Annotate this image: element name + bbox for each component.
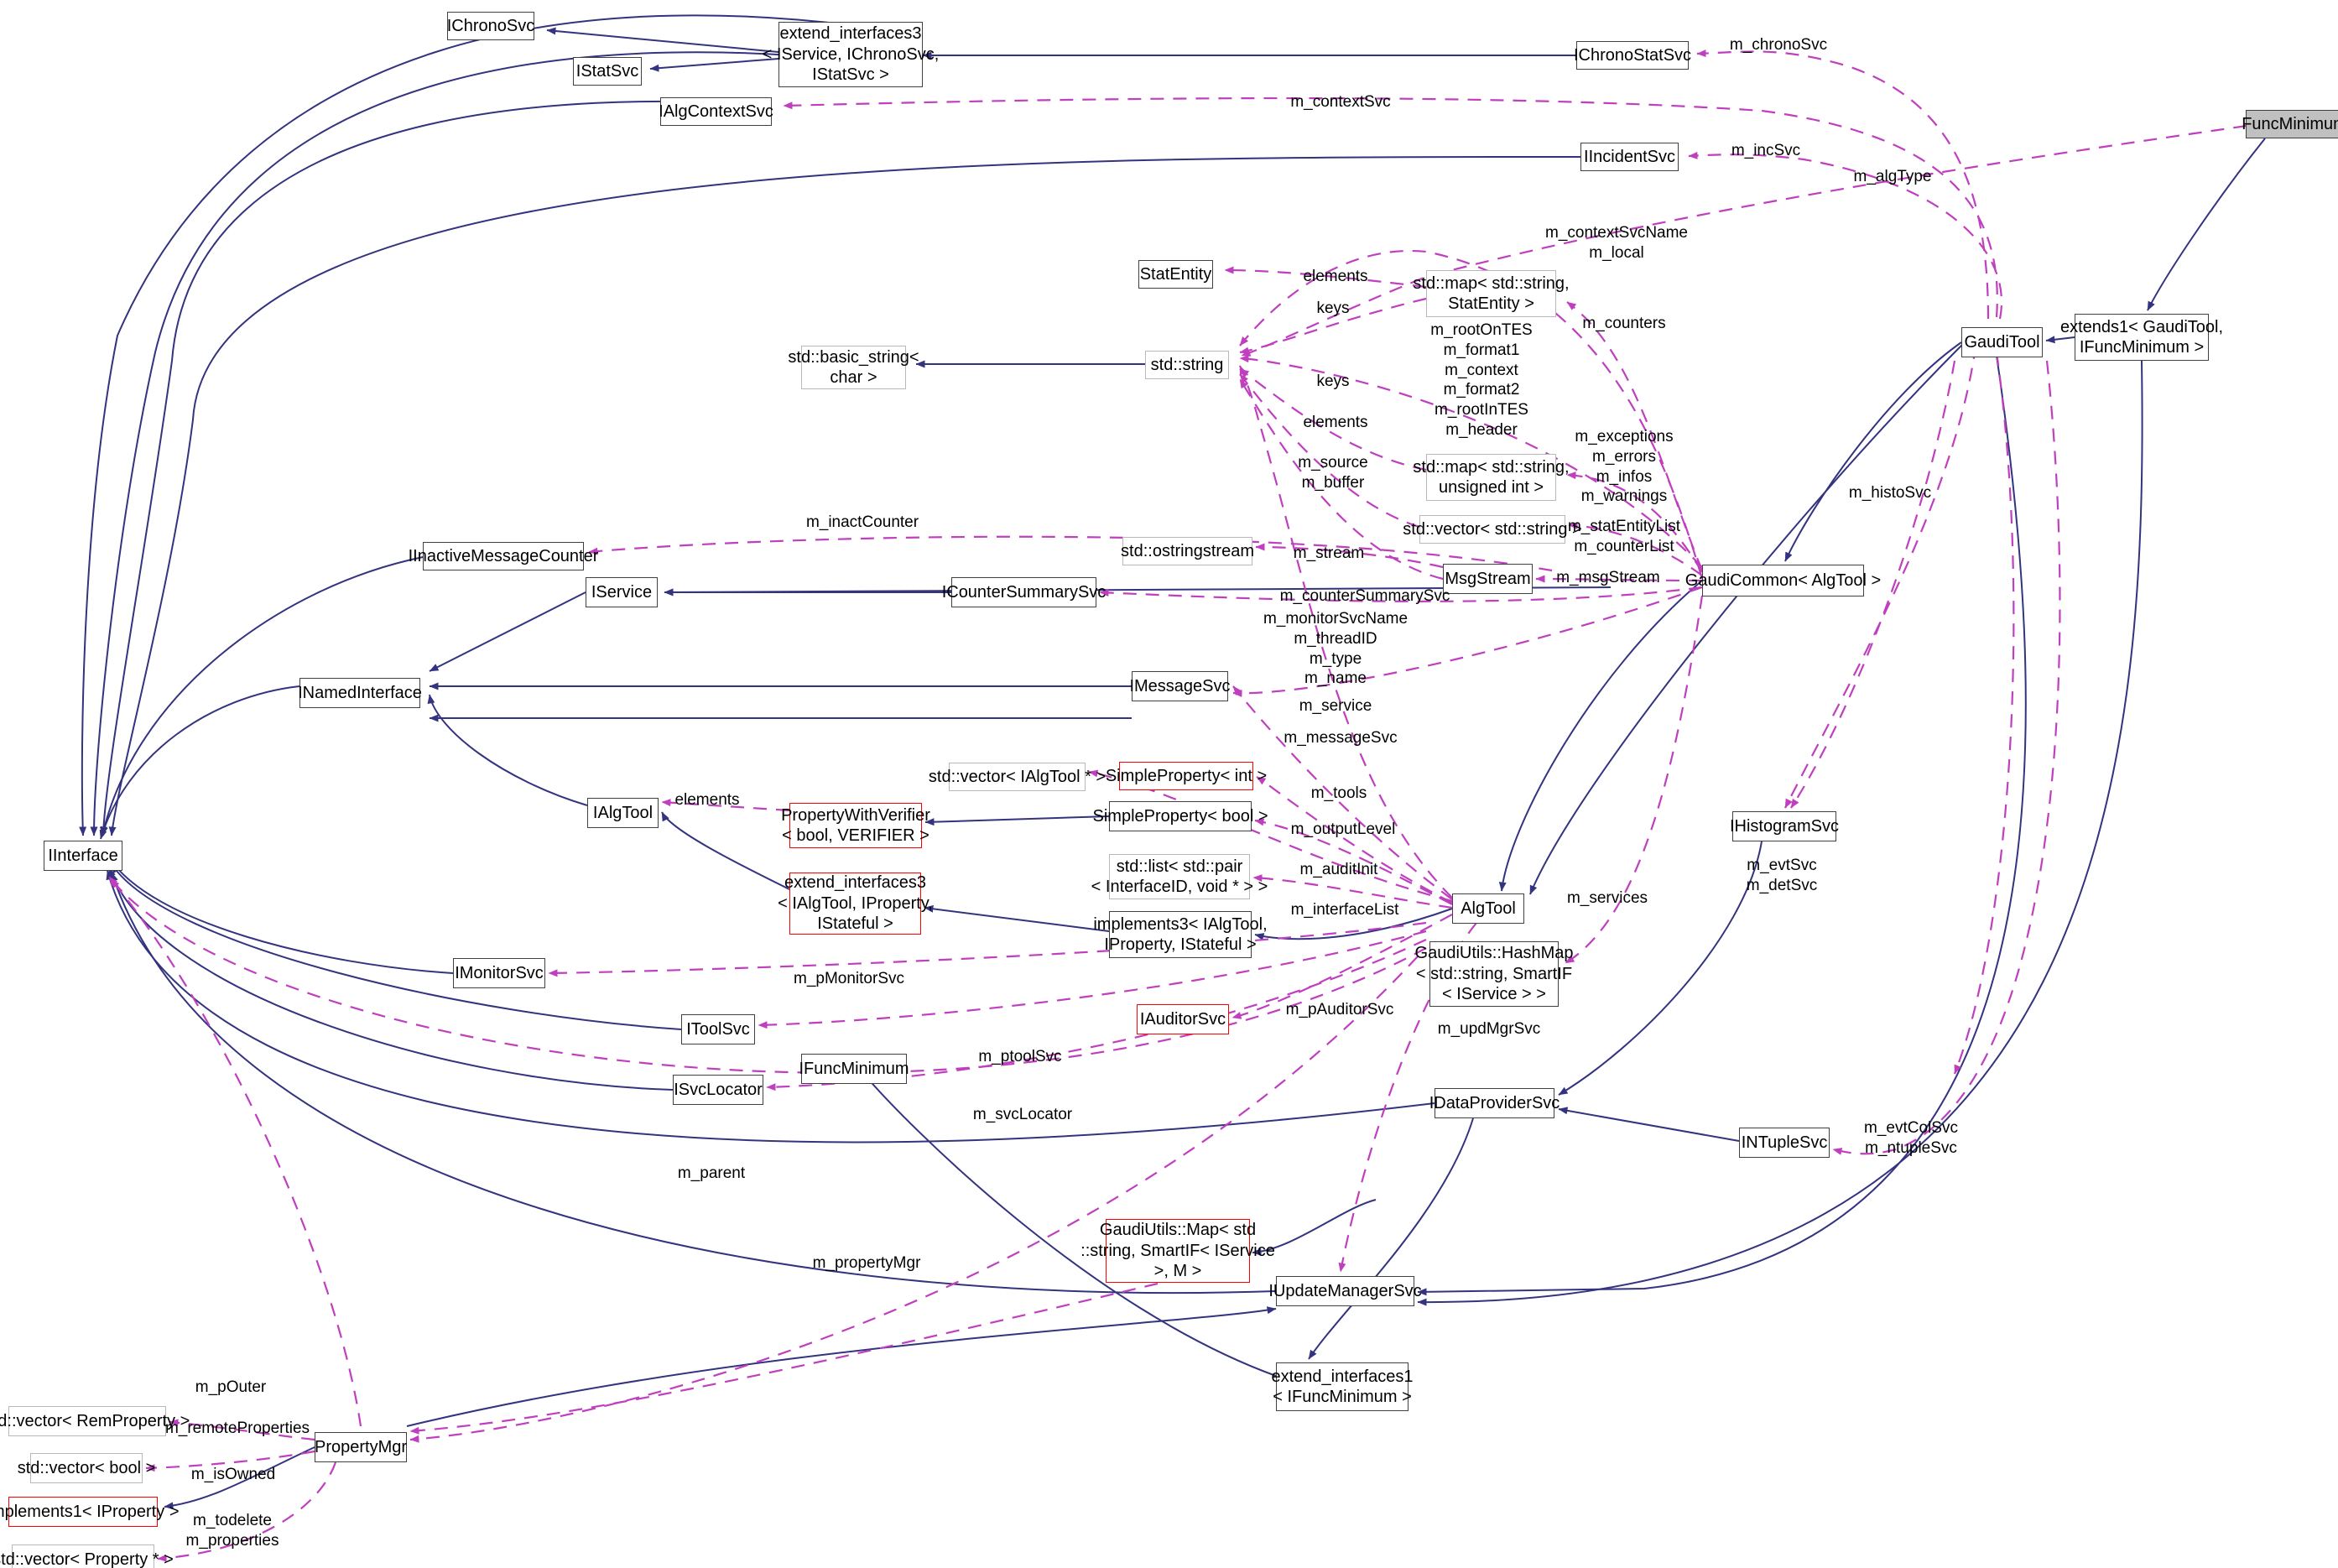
class-node-SimpleProperty_bool[interactable]: SimpleProperty< bool >	[1093, 801, 1268, 831]
class-node-INamedInterface[interactable]: INamedInterface	[298, 678, 422, 708]
edge-label: m_counters	[1582, 315, 1666, 332]
class-node-GaudiTool[interactable]: GaudiTool	[1961, 327, 2043, 357]
class-node-basic_string_char[interactable]: std::basic_string< char >	[788, 346, 919, 389]
class-node-vector_RemProperty[interactable]: std::vector< RemProperty >	[0, 1406, 190, 1436]
class-node-vector_Property_ptr[interactable]: std::vector< Property * >	[0, 1545, 174, 1568]
edge-label: m_auditInit	[1299, 861, 1378, 878]
edge-label: m_incSvc	[1731, 142, 1801, 159]
edge-label: m_pMonitorSvc	[794, 970, 904, 987]
class-node-IService[interactable]: IService	[586, 577, 658, 607]
edge-label: m_svcLocator	[972, 1106, 1073, 1123]
class-node-IAuditorSvc[interactable]: IAuditorSvc	[1137, 1004, 1229, 1034]
class-node-INTupleSvc[interactable]: INTupleSvc	[1739, 1128, 1830, 1158]
class-node-extend_interfaces3_tool[interactable]: extend_interfaces3 < IAlgTool, IProperty…	[778, 873, 933, 935]
class-node-IMessageSvc[interactable]: IMessageSvc	[1129, 671, 1231, 701]
class-node-IMonitorSvc[interactable]: IMonitorSvc	[453, 958, 545, 988]
class-node-SimpleProperty_int[interactable]: SimpleProperty< int >	[1106, 762, 1267, 790]
edge-label: m_msgStream	[1556, 569, 1660, 586]
edge-label: m_histoSvc	[1848, 484, 1932, 502]
class-node-implements1_IProperty[interactable]: implements1< IProperty >	[0, 1497, 180, 1527]
class-node-AlgTool[interactable]: AlgTool	[1452, 893, 1524, 924]
class-node-list_pair_iid_void[interactable]: std::list< std::pair < InterfaceID, void…	[1091, 854, 1268, 899]
class-node-std_string[interactable]: std::string	[1145, 351, 1229, 379]
edge-label: m_interfaceList	[1290, 901, 1399, 919]
class-node-StatEntity[interactable]: StatEntity	[1138, 260, 1213, 289]
class-node-extend_interfaces1[interactable]: extend_interfaces1 < IFuncMinimum >	[1272, 1362, 1414, 1411]
edge-label: m_algType	[1853, 168, 1932, 185]
edge-label: m_isOwned	[190, 1466, 276, 1483]
edge-label: m_rootOnTES m_format1 m_context m_format…	[1430, 321, 1533, 439]
edge-label: m_todelete m_properties	[185, 1512, 279, 1550]
class-node-IChronoStatSvc[interactable]: IChronoStatSvc	[1574, 41, 1691, 70]
edge-label: m_inactCounter	[805, 513, 919, 531]
class-node-IAlgContextSvc[interactable]: IAlgContextSvc	[659, 97, 773, 126]
edge-label: m_ptoolSvc	[978, 1048, 1062, 1065]
class-node-IFuncMinimum[interactable]: IFuncMinimum	[799, 1054, 909, 1084]
edge-label: elements	[1303, 414, 1368, 431]
class-node-vector_bool[interactable]: std::vector< bool >	[18, 1453, 155, 1483]
edge-label: m_tools	[1310, 784, 1367, 802]
class-node-IAlgTool[interactable]: IAlgTool	[587, 798, 659, 828]
edge-label: m_monitorSvcName m_threadID m_type m_nam…	[1263, 610, 1409, 688]
edge-label: m_outputLevel	[1290, 820, 1396, 838]
class-node-IUpdateManagerSvc[interactable]: IUpdateManagerSvc	[1268, 1276, 1422, 1306]
class-node-implements3_algtool[interactable]: implements3< IAlgTool, IProperty, IState…	[1093, 911, 1268, 958]
class-node-IDataProviderSvc[interactable]: IDataProviderSvc	[1429, 1088, 1560, 1118]
edge-label: m_exceptions m_errors m_infos m_warnings	[1575, 428, 1674, 506]
class-node-IInactiveMessageCounter[interactable]: IInactiveMessageCounter	[409, 542, 598, 570]
edge-label: m_updMgrSvc	[1437, 1020, 1541, 1038]
edge-label: m_remoteProperties	[164, 1420, 310, 1437]
edge-label: elements	[674, 791, 740, 809]
edge-label: m_propertyMgr	[812, 1254, 921, 1272]
class-node-map_string_smartif_M[interactable]: GaudiUtils::Map< std ::string, SmartIF< …	[1080, 1219, 1275, 1283]
edge-label: m_source m_buffer	[1298, 454, 1368, 492]
edge-label: keys	[1316, 372, 1350, 390]
class-node-PropertyWithVerifier[interactable]: PropertyWithVerifier < bool, VERIFIER >	[781, 803, 930, 848]
class-node-map_string_statentity[interactable]: std::map< std::string, StatEntity >	[1413, 270, 1570, 317]
class-node-hashmap_string_smartif[interactable]: GaudiUtils::HashMap < std::string, Smart…	[1415, 941, 1573, 1007]
class-node-FuncMinimum[interactable]: FuncMinimum	[2242, 110, 2338, 138]
edge-label: m_parent	[677, 1164, 746, 1182]
edge-label: m_pOuter	[195, 1378, 267, 1396]
class-node-IStatSvc[interactable]: IStatSvc	[573, 57, 642, 86]
class-node-IToolSvc[interactable]: IToolSvc	[681, 1014, 755, 1044]
class-node-IInterface[interactable]: IInterface	[44, 841, 122, 871]
class-node-vector_IAlgTool_ptr[interactable]: std::vector< IAlgTool * >	[929, 763, 1106, 791]
edge-label: m_chronoSvc	[1729, 36, 1828, 54]
class-node-IChronoSvc[interactable]: IChronoSvc	[447, 12, 534, 40]
edge-label: m_services	[1566, 889, 1648, 907]
edge-label: elements	[1303, 268, 1368, 285]
edge-label: m_evtColSvc m_ntupleSvc	[1864, 1119, 1958, 1157]
class-node-GaudiCommon_AlgTool[interactable]: GaudiCommon< AlgTool >	[1685, 565, 1881, 596]
edge-label: m_contextSvcName m_local	[1544, 224, 1689, 262]
class-node-extend_interfaces3_svc[interactable]: extend_interfaces3 < IService, IChronoSv…	[763, 22, 939, 87]
edge-label: m_service	[1299, 697, 1372, 715]
edge-label: m_counterSummarySvc	[1279, 587, 1450, 605]
edge-label: m_stream	[1293, 544, 1365, 562]
class-node-PropertyMgr[interactable]: PropertyMgr	[315, 1432, 407, 1462]
edge-label: m_contextSvc	[1290, 93, 1391, 111]
class-node-IHistogramSvc[interactable]: IHistogramSvc	[1730, 811, 1839, 841]
edge-label: m_statEntityList m_counterList	[1567, 518, 1681, 555]
class-node-ISvcLocator[interactable]: ISvcLocator	[673, 1075, 763, 1105]
edge-label: keys	[1316, 300, 1350, 317]
class-node-map_string_uint[interactable]: std::map< std::string, unsigned int >	[1413, 454, 1570, 501]
class-node-extends1_GaudiTool[interactable]: extends1< GaudiTool, IFuncMinimum >	[2060, 314, 2223, 361]
edge-label: m_evtSvc m_detSvc	[1746, 857, 1818, 894]
edge-label: m_messageSvc	[1284, 729, 1398, 747]
class-node-IIncidentSvc[interactable]: IIncidentSvc	[1580, 143, 1679, 171]
class-node-MsgStream[interactable]: MsgStream	[1443, 564, 1533, 594]
class-node-vector_string[interactable]: std::vector< std::string >	[1403, 515, 1582, 544]
edge-label: m_pAuditorSvc	[1285, 1001, 1394, 1018]
class-node-ICounterSummarySvc[interactable]: ICounterSummarySvc	[942, 577, 1106, 607]
class-node-ostringstream[interactable]: std::ostringstream	[1121, 537, 1254, 565]
